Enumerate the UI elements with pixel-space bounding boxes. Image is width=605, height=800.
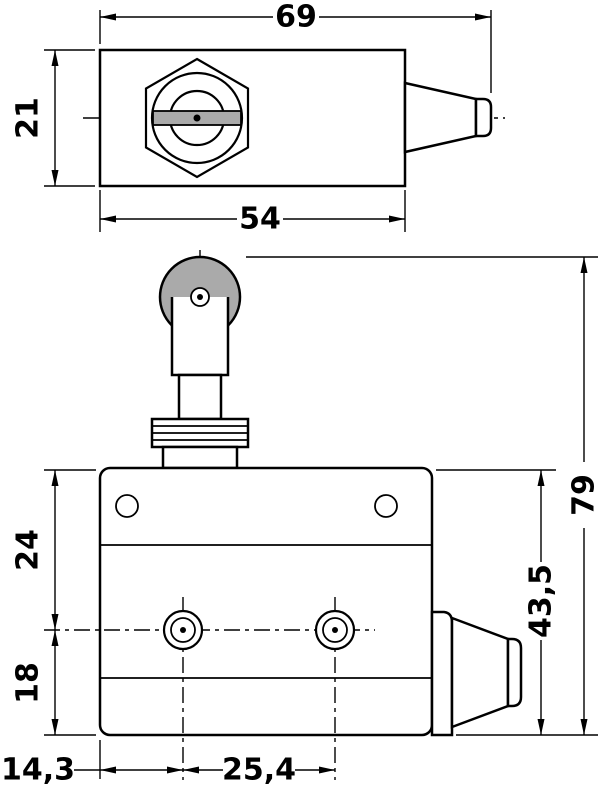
dim-label-holes-spacing: 25,4 <box>222 753 296 788</box>
label-backing <box>237 204 283 234</box>
label-backing <box>566 462 602 528</box>
plunger-stem <box>177 373 223 421</box>
front-view <box>44 250 523 780</box>
arrowhead <box>51 170 59 186</box>
mounting-hole-left-dot <box>180 627 186 633</box>
mounting-hole-right-inner <box>322 617 348 643</box>
arrowhead <box>580 719 588 735</box>
switch-case <box>98 466 434 737</box>
dim-holes-left-offset: 14,3 <box>1 740 183 788</box>
label-backing <box>273 2 319 32</box>
dim-head-width: 54 <box>99 190 406 237</box>
label-backing <box>523 562 559 640</box>
dim-label-case-height: 43,5 <box>524 564 559 638</box>
arrowhead <box>100 13 116 21</box>
arrowhead <box>183 766 199 774</box>
dim-label-head-width: 54 <box>239 202 281 237</box>
dim-holes-top-offset: 24 <box>11 469 96 630</box>
arrowhead <box>100 215 116 223</box>
arrowhead <box>537 719 545 735</box>
mounting-hole-right-dot <box>332 627 338 633</box>
arrowhead <box>51 719 59 735</box>
label-backing <box>223 754 295 786</box>
gland-cone-front-view <box>450 616 510 729</box>
bushing-center-dot <box>193 114 201 122</box>
cover-screw-right <box>374 494 398 518</box>
gland-tip-front-view <box>506 637 523 708</box>
bushing-outer-circle <box>150 71 244 165</box>
roller-bracket <box>170 297 230 377</box>
arrowhead <box>537 470 545 486</box>
mounting-hole-left-inner <box>170 617 196 643</box>
dim-label-overall-width: 69 <box>275 0 317 35</box>
dim-overall-width: 69 <box>99 0 492 93</box>
gland-tip-top-view <box>474 97 493 138</box>
roller-axle-dot <box>197 294 203 300</box>
arrowhead <box>580 257 588 273</box>
dim-holes-bottom-offset: 18 <box>11 630 96 736</box>
dim-label-head-height: 21 <box>11 97 46 139</box>
cover-screw-left <box>115 494 139 518</box>
arrowhead <box>51 630 59 646</box>
arrowhead <box>51 470 59 486</box>
plunger-collar <box>161 445 239 470</box>
arrowhead <box>475 13 491 21</box>
bushing-hexagon <box>144 57 250 179</box>
arrowhead <box>100 766 116 774</box>
top-view <box>83 48 505 188</box>
dim-overall-height: 79 <box>246 256 602 735</box>
arrowhead <box>51 50 59 66</box>
dim-head-height: 21 <box>11 49 95 187</box>
dim-case-height: 43,5 <box>436 469 598 736</box>
dim-label-holes-top-offset: 24 <box>11 529 46 571</box>
gland-base-front-view <box>430 610 454 737</box>
gland-cone-top-view <box>403 81 478 154</box>
arrowhead <box>167 766 183 774</box>
arrowhead <box>319 766 335 774</box>
dim-label-overall-height: 79 <box>567 474 602 516</box>
dim-label-holes-bottom-offset: 18 <box>11 662 46 704</box>
arrowhead <box>389 215 405 223</box>
dim-label-holes-left-offset: 14,3 <box>1 753 75 788</box>
arrowhead <box>51 614 59 630</box>
dim-holes-spacing: 25,4 <box>183 753 335 788</box>
